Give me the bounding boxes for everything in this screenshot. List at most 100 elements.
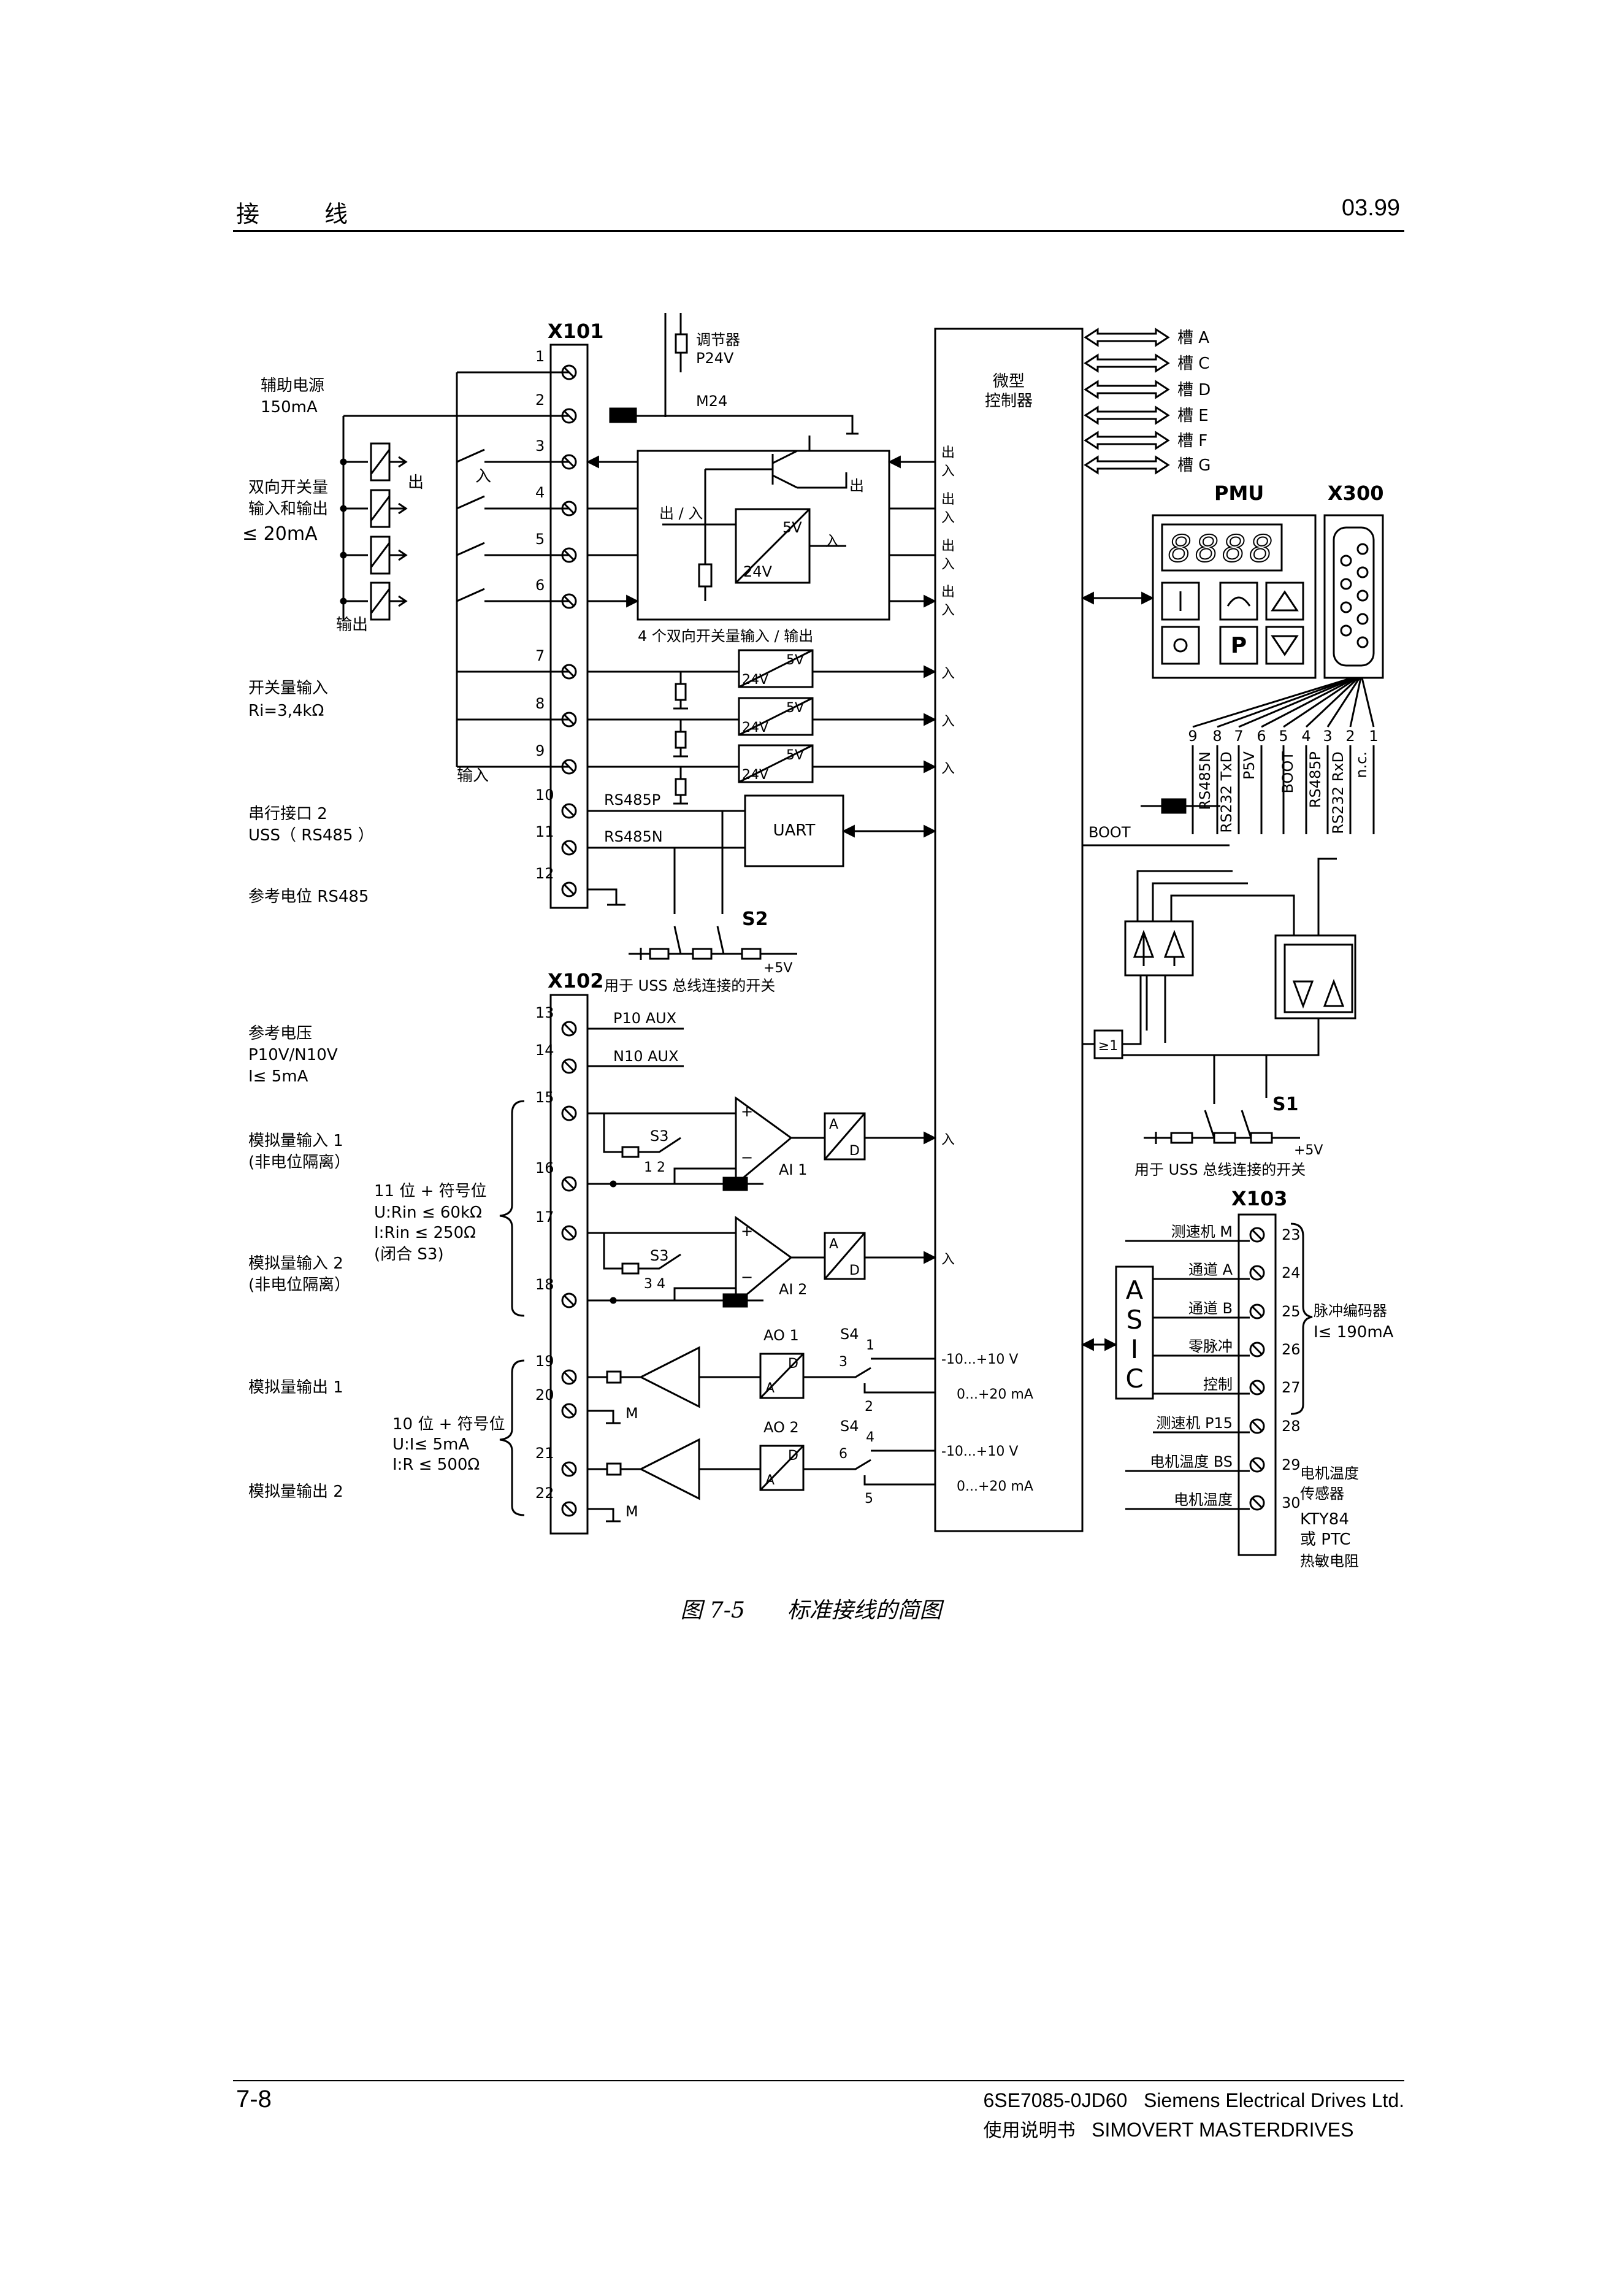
boot-label: BOOT <box>1088 824 1131 841</box>
x101-terminal-12-number: 12 <box>535 865 554 882</box>
ao2-s4-pin-b: 5 <box>865 1491 873 1507</box>
x101-label: X101 <box>548 320 603 343</box>
x102-terminal-18-slot <box>563 1294 575 1307</box>
x102-terminal-15-slot <box>563 1107 575 1119</box>
x300-pin-7: 7 <box>1234 728 1243 745</box>
x103-terminal-25-number: 25 <box>1282 1303 1301 1320</box>
slot-label-4: 槽 F <box>1177 432 1207 450</box>
din-converter-diag-0 <box>738 649 813 688</box>
x102-terminal-19-slot <box>563 1371 575 1383</box>
din-converter-diag-2 <box>738 744 813 783</box>
io-out-0: 出 <box>941 445 955 461</box>
din-ground-1 <box>673 748 688 758</box>
micro-line2: 控制器 <box>985 392 1033 410</box>
x102-terminal-20-screw <box>561 1403 577 1419</box>
slot-arrow-1 <box>1084 353 1170 373</box>
x300-pin-4: 4 <box>1301 728 1310 745</box>
x102-terminal-21-screw <box>561 1461 577 1477</box>
x102-terminal-21-number: 21 <box>535 1445 554 1462</box>
micro-line1: 微型 <box>993 372 1025 391</box>
x102-terminal-13-slot <box>563 1023 575 1035</box>
doc-type: 使用说明书 <box>983 2120 1076 2141</box>
x103-terminal-29-screw <box>1249 1457 1265 1473</box>
temp-sensor-label-2: 传感器 <box>1300 1485 1344 1502</box>
p10aux-label: P10 AUX <box>613 1010 676 1027</box>
slot-label-1: 槽 C <box>1177 355 1209 373</box>
ao1-dac-a: A <box>765 1381 775 1396</box>
x102-terminal-13-screw <box>561 1021 577 1037</box>
input-label: 输入 <box>457 767 489 785</box>
ao1-s4-label: S4 <box>840 1326 859 1343</box>
uss-label: USS（ RS485 ） <box>248 826 374 845</box>
ai1-label-1: 模拟量输入 1 <box>248 1132 343 1150</box>
ao2-label: 模拟量输出 2 <box>248 1483 343 1501</box>
slot-arrow-3 <box>1084 405 1170 425</box>
x103-label: X103 <box>1231 1187 1287 1210</box>
pmu-wiring: BOOT ≥1 S1 +5V 用于 USS 总线连接的开关 <box>1082 798 1356 1178</box>
io-out-2: 出 <box>941 539 955 554</box>
output-label: 输出 <box>336 616 368 634</box>
bidir-node-1 <box>340 505 347 512</box>
din-5v-0: 5V <box>786 653 804 668</box>
ao2-m-label: M <box>625 1503 638 1520</box>
x102-terminal-18-number: 18 <box>535 1276 554 1293</box>
kty84-label: KTY84 <box>1300 1510 1349 1529</box>
x300-pin-name-4: RS485P <box>1307 751 1324 808</box>
slot-label-0: 槽 A <box>1177 329 1209 347</box>
slot-label-3: 槽 E <box>1177 407 1209 425</box>
x300-pin-8: 8 <box>1212 728 1222 745</box>
x102-terminal-14-slot <box>563 1060 575 1072</box>
pmu-button-tilde-icon <box>1226 596 1251 607</box>
x103-terminal-24-number: 24 <box>1282 1264 1301 1281</box>
bidir-driver-arrow-0 <box>389 456 408 468</box>
x300-fan-wire-9 <box>1192 677 1353 728</box>
din-resistor-2 <box>675 778 687 796</box>
x300-pin-3: 3 <box>1323 728 1332 745</box>
x102-terminal-17-slot <box>563 1227 575 1239</box>
ai1-choke <box>722 1177 748 1191</box>
ai2-adc-d: D <box>849 1263 860 1278</box>
x102-terminal-22-slot <box>563 1503 575 1515</box>
x300-pin-name-1: RS232 TxD <box>1218 751 1235 833</box>
x101-terminal-11-slot <box>563 842 575 854</box>
x300-fan-wire-5 <box>1283 677 1358 728</box>
x103-terminal-23-number: 23 <box>1282 1226 1301 1243</box>
x300-pin-2: 2 <box>1345 728 1355 745</box>
thermistor-label: 热敏电阻 <box>1300 1553 1359 1570</box>
s2-plus5v: +5V <box>763 961 792 976</box>
ao2-dac-diag <box>759 1445 805 1491</box>
x103-strip: X103 <box>1231 1187 1287 1556</box>
x300-fan-wire-4 <box>1305 677 1360 728</box>
section-title: 接 线 <box>236 201 369 228</box>
ao1-range-v: -10...+10 V <box>941 1352 1018 1367</box>
ai2-s3-switch <box>603 1233 681 1270</box>
x103-terminal-27-slot <box>1251 1381 1263 1394</box>
pmu-button-2 <box>1265 582 1304 621</box>
din-resistor-0 <box>675 683 687 701</box>
bidir-label-1: 双向开关量 <box>248 478 328 497</box>
x101-terminal-12-screw <box>561 881 577 897</box>
ao1-m-label: M <box>625 1405 638 1422</box>
x300-fan-wire-8 <box>1217 677 1354 728</box>
ai1-s3-switch <box>603 1113 681 1153</box>
ao2-s4-pin-c: 6 <box>839 1446 847 1462</box>
x101-terminal-4-number: 4 <box>535 484 545 501</box>
regulator-p24v: P24V <box>696 350 734 367</box>
pmu-button-3 <box>1161 626 1200 665</box>
bidir-5v: 5V <box>782 519 802 536</box>
m24-choke <box>609 407 637 423</box>
s2-uss-switch: 用于 USS 总线连接的开关 <box>604 977 775 994</box>
figure-number: 图 7-5 <box>680 1598 745 1623</box>
x103-signal-6: 电机温度 BS <box>1150 1453 1233 1470</box>
din-in-char-0: 入 <box>941 666 955 682</box>
slot-arrow-5 <box>1084 455 1170 475</box>
ai1-adc-d: D <box>849 1143 860 1159</box>
ref-voltage-value: P10V/N10V <box>248 1046 338 1064</box>
bidir-driver-arrow-3 <box>389 595 408 607</box>
ao2-dac-d: D <box>788 1448 798 1464</box>
bidir-switch-2 <box>456 542 569 556</box>
pmu-button-0 <box>1161 582 1200 621</box>
x101-terminal-9-number: 9 <box>535 742 545 759</box>
